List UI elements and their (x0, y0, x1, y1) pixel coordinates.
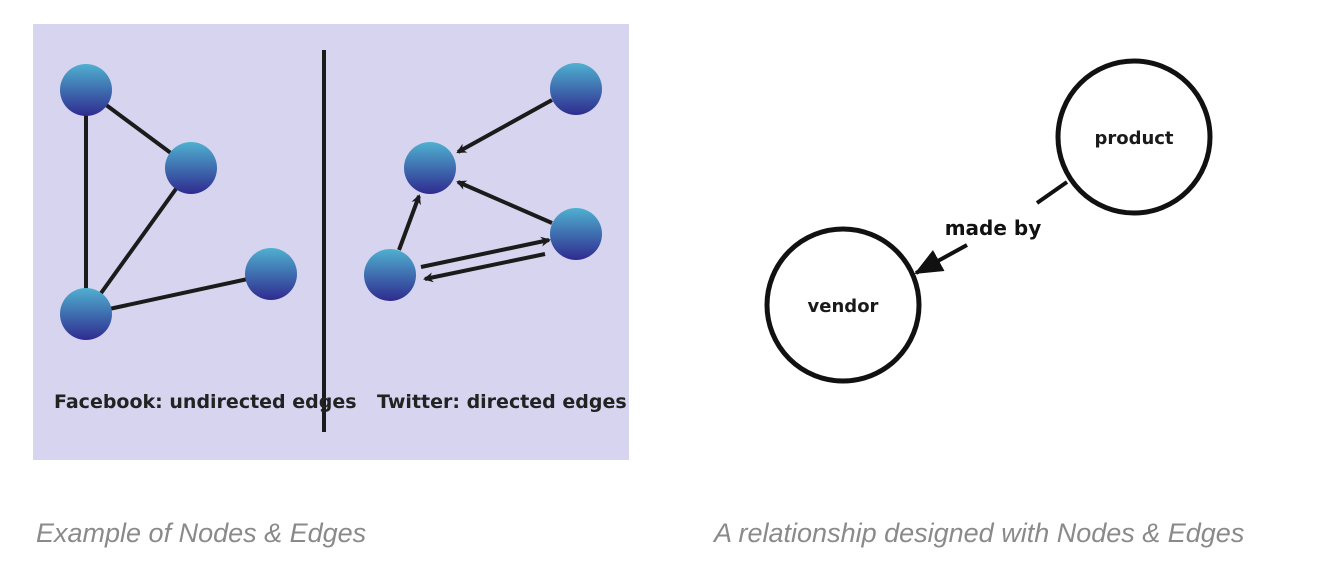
directed-edge (456, 98, 553, 154)
twitter-graph (364, 63, 602, 301)
relationship-figure: product vendor made by (700, 24, 1300, 460)
undirected-edge (84, 166, 193, 316)
directed-edge (456, 180, 553, 225)
graph-node (60, 64, 112, 116)
directed-edge (420, 236, 551, 269)
graph-node (165, 142, 217, 194)
product-node (1055, 58, 1213, 216)
vendor-node (764, 226, 922, 384)
graph-node (364, 249, 416, 301)
graph-node (245, 248, 297, 300)
graph-node (550, 208, 602, 260)
directed-edge (397, 194, 421, 251)
directed-edge (423, 252, 546, 283)
figure-background (33, 24, 629, 460)
relationship-svg: product vendor made by (764, 58, 1213, 384)
product-label: product (1094, 128, 1173, 149)
nodes-edges-example-svg: Facebook: undirected edges Twitter: dire… (33, 24, 629, 460)
vendor-label: vendor (808, 296, 879, 317)
left-caption: Example of Nodes & Edges (36, 518, 367, 548)
graph-node (404, 142, 456, 194)
twitter-label: Twitter: directed edges (377, 391, 627, 413)
made-by-edge (914, 243, 968, 275)
facebook-label: Facebook: undirected edges (54, 391, 357, 413)
right-caption: A relationship designed with Nodes & Edg… (714, 518, 1245, 548)
edge-segment (1035, 180, 1069, 205)
undirected-edge (85, 272, 272, 316)
edge-label: made by (945, 216, 1042, 240)
graph-node (550, 63, 602, 115)
facebook-graph (60, 64, 297, 340)
nodes-edges-example-figure: Facebook: undirected edges Twitter: dire… (33, 24, 629, 460)
graph-node (60, 288, 112, 340)
